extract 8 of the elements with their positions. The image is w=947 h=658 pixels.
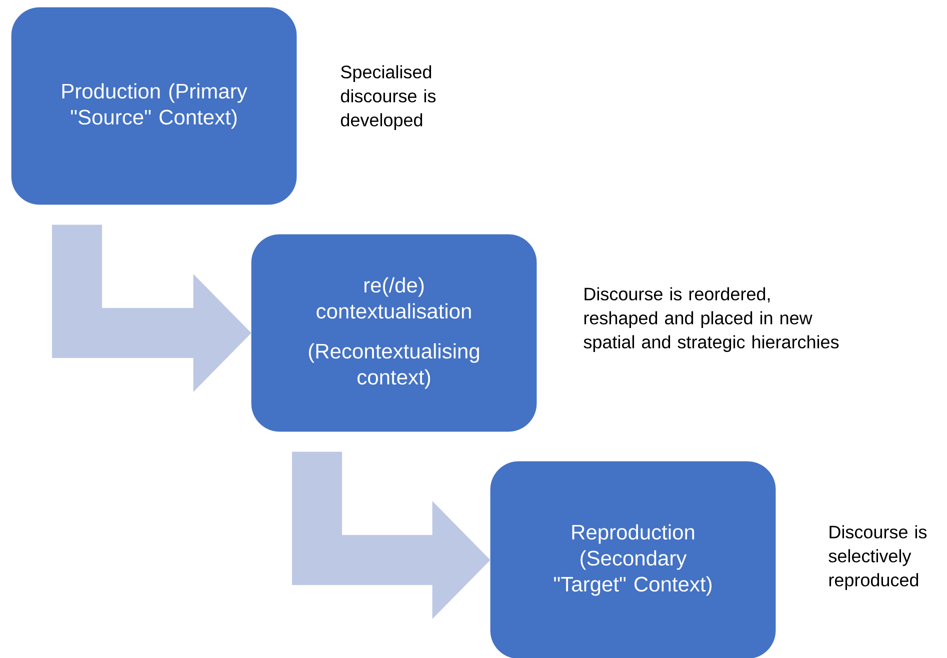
bent-arrow <box>52 224 252 392</box>
annotation-text: Discourse is reordered, reshaped and placed in new spatial and strategic hierarchies <box>584 287 839 352</box>
annotation-text: Specialised discourse is developed <box>340 65 436 130</box>
annotation-text: Discourse is selectively reproduced <box>828 525 927 590</box>
process-box: Reproduction (Secondary "Target" Context) <box>490 461 776 658</box>
process-box: Production (Primary "Source" Context) <box>11 7 297 205</box>
bent-arrow <box>292 452 490 619</box>
process-box: re(/de) contextualisation (Recontextualising context) <box>251 234 537 432</box>
